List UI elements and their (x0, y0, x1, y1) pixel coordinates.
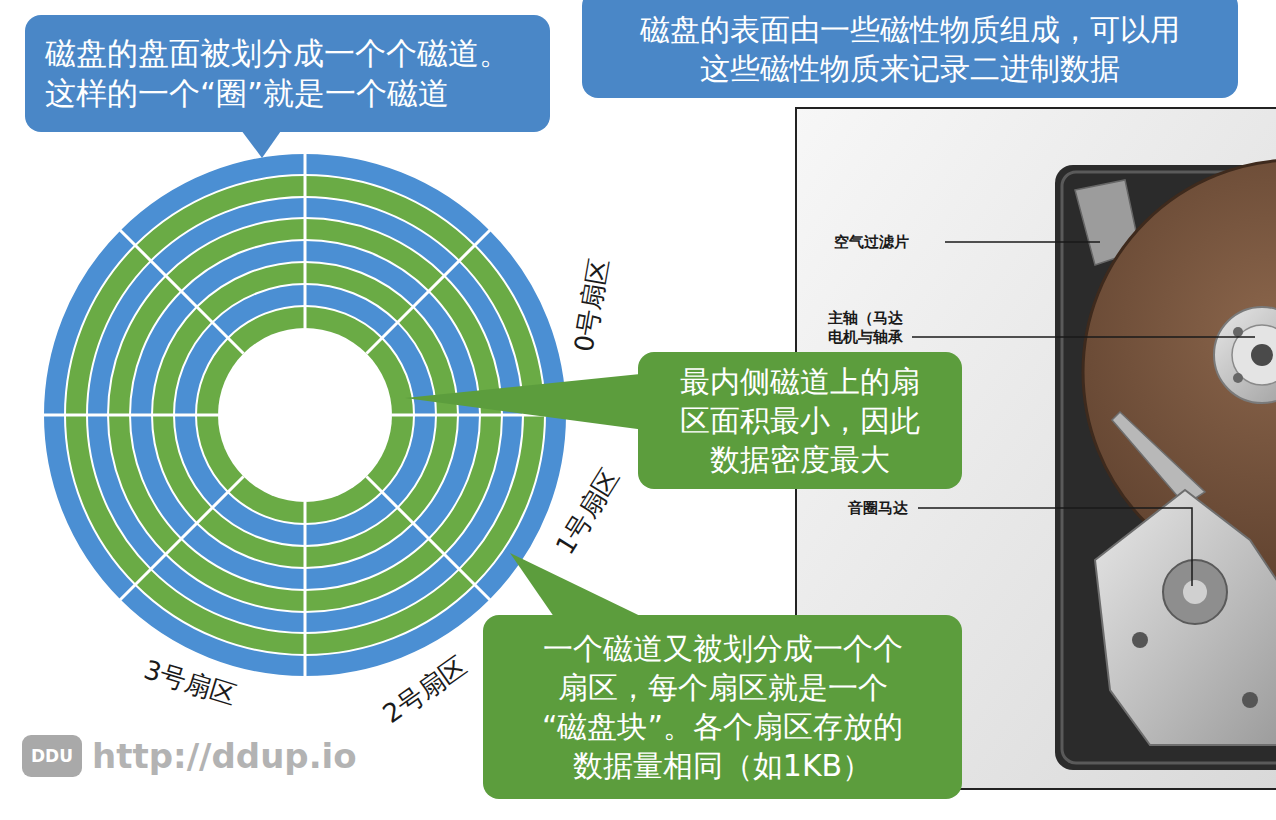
note-callout: 磁盘的表面由一些磁性物质组成，可以用 这些磁性物质来记录二进制数据 (582, 0, 1238, 98)
spindle (1214, 307, 1276, 403)
track-ring (43, 153, 567, 677)
screw (1132, 632, 1148, 648)
callout-text: 最内侧磁道上的扇区面积最小，因此数据密度最大 (673, 362, 928, 479)
sector-label: 2号扇区 (377, 650, 472, 730)
sector-dividers (43, 153, 567, 677)
pivot (1183, 580, 1207, 604)
part-label: 电机与轴承 (828, 328, 903, 346)
sector-divider (43, 414, 218, 417)
voice-coil (1163, 560, 1227, 624)
note-callout: 磁盘的盘面被划分成一个个磁道。 这样的一个“圈”就是一个磁道 (25, 15, 550, 132)
leader-lines (912, 242, 1255, 586)
sector-divider (120, 477, 244, 601)
note-callout: 一个磁道又被划分成一个个扇区，每个扇区就是一个“磁盘块”。各个扇区存放的数据量相… (483, 615, 962, 799)
sector-label: 0号扇区 (568, 256, 615, 355)
screw (1242, 692, 1258, 708)
sector-divider (120, 230, 244, 354)
spindle-screw (1251, 344, 1273, 366)
callout-text: 磁盘的表面由一些磁性物质组成，可以用 这些磁性物质来记录二进制数据 (630, 10, 1190, 88)
watermark-badge-text: DDU (31, 746, 73, 766)
leader-line (945, 241, 1100, 243)
leader-line (912, 336, 1255, 338)
part-label: 音圈马达 (848, 499, 908, 517)
hub-screw (1233, 373, 1243, 383)
actuator-arm (1112, 412, 1205, 505)
callout-text: 磁盘的盘面被划分成一个个磁道。 这样的一个“圈”就是一个磁道 (45, 33, 527, 114)
note-callout: 最内侧磁道上的扇区面积最小，因此数据密度最大 (638, 352, 962, 489)
disk-diagram (43, 153, 567, 677)
sector-label: 3号扇区 (140, 654, 240, 711)
callout-text: 一个磁道又被划分成一个个扇区，每个扇区就是一个“磁盘块”。各个扇区存放的数据量相… (535, 629, 910, 785)
watermark: http://ddup.io (92, 736, 357, 777)
sector-label: 1号扇区 (550, 464, 627, 561)
leader-line (918, 508, 1192, 586)
hub-screw (1233, 327, 1243, 337)
actuator-body (1095, 490, 1276, 745)
spindle-hub (1232, 325, 1276, 385)
sector-divider (367, 477, 491, 601)
sector-divider (367, 230, 491, 354)
part-label: 空气过滤片 (834, 233, 909, 251)
center-hole (218, 328, 392, 502)
part-label: 主轴（马达 (828, 309, 903, 327)
sector-divider (304, 502, 307, 677)
watermark-badge (22, 735, 82, 777)
callout-tail (405, 372, 660, 432)
sector-divider (304, 153, 307, 328)
